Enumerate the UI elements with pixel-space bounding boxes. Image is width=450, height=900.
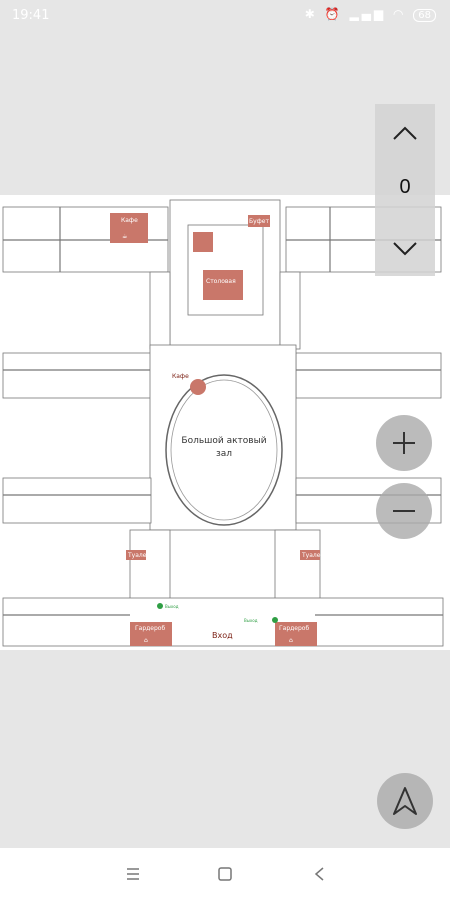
wifi-icon: ◠	[392, 7, 407, 21]
hanger-icon: ⌂	[144, 637, 148, 644]
exit-right-label: Выход	[244, 618, 258, 623]
middle-left-wing	[2, 352, 152, 399]
zoom-out-button[interactable]	[376, 483, 432, 539]
poi-wardrobe-right[interactable]	[275, 622, 317, 646]
poi-toilet-left[interactable]	[126, 550, 146, 560]
zoom-in-button[interactable]	[376, 415, 432, 471]
home-button[interactable]	[210, 862, 240, 886]
status-bar: 19:41 ✱ ⏰ ▂▄▆ ◠ 68	[0, 0, 450, 32]
poi-toilet-right-label: Туалет	[301, 552, 324, 559]
coffee-icon: ☕	[122, 233, 127, 240]
poi-wardrobe-left-label: Гардероб	[135, 625, 165, 632]
poi-cafe-hall[interactable]	[190, 379, 206, 395]
entrance-label: Вход	[212, 631, 233, 640]
big-hall-label-2: зал	[216, 449, 232, 459]
stair-left	[129, 529, 171, 601]
lower-left-wing	[2, 477, 152, 524]
bluetooth-icon: ✱	[304, 7, 318, 21]
battery-indicator: 68	[413, 9, 436, 22]
current-floor: 0	[399, 176, 411, 198]
floor-selector: 0	[375, 104, 435, 276]
exit-left-icon	[157, 603, 163, 609]
floor-plan: Кафе ☕ Столовая Буфет Большой актовый за…	[2, 199, 444, 647]
navigate-button[interactable]	[377, 773, 433, 829]
poi-cafe-top-label: Кафе	[121, 217, 138, 224]
minus-icon	[393, 510, 415, 512]
middle-right-wing	[295, 352, 442, 399]
stair-right	[274, 529, 321, 601]
poi-toilet-right[interactable]	[300, 550, 320, 560]
big-hall-label: Большой актовый	[181, 436, 266, 446]
big-hall[interactable]	[165, 374, 283, 526]
big-hall-inner	[170, 379, 278, 521]
floor-down-button[interactable]	[375, 224, 435, 274]
plus-icon	[393, 432, 415, 454]
chevron-up-icon	[393, 126, 417, 140]
back-button[interactable]	[304, 862, 334, 886]
status-time: 19:41	[12, 8, 50, 23]
menu-icon	[127, 868, 139, 880]
poi-canteen[interactable]	[203, 270, 243, 300]
poi-cafe-hall-label: Кафе	[172, 373, 189, 380]
signal-icon: ▂▄▆	[349, 7, 387, 21]
home-square-icon	[218, 867, 232, 881]
poi-wardrobe-left[interactable]	[130, 622, 172, 646]
poi-wardrobe-right-label: Гардероб	[279, 625, 309, 632]
poi-cafeteria-label: Буфет	[249, 218, 269, 225]
system-navigation-bar	[0, 848, 450, 900]
hanger-icon: ⌂	[289, 637, 293, 644]
exit-right-icon	[272, 617, 278, 623]
poi-cafe-top[interactable]	[110, 213, 148, 243]
poi-cafeteria[interactable]	[248, 215, 270, 227]
back-chevron-icon	[314, 867, 324, 881]
chevron-down-icon	[393, 242, 417, 256]
corridor-right	[279, 271, 301, 350]
exit-left-label: Выход	[165, 604, 179, 609]
navigation-arrow-icon	[393, 787, 417, 815]
floor-up-button[interactable]	[375, 108, 435, 158]
bottom-wing	[2, 597, 444, 647]
corridor-left	[149, 271, 171, 350]
poi-canteen-label: Столовая	[206, 278, 236, 285]
recent-apps-button[interactable]	[118, 862, 148, 886]
status-icons: ✱ ⏰ ▂▄▆ ◠ 68	[305, 7, 436, 22]
alarm-icon: ⏰	[324, 7, 343, 21]
poi-toilet-center[interactable]	[193, 232, 213, 252]
poi-toilet-left-label: Туалет	[127, 552, 150, 559]
